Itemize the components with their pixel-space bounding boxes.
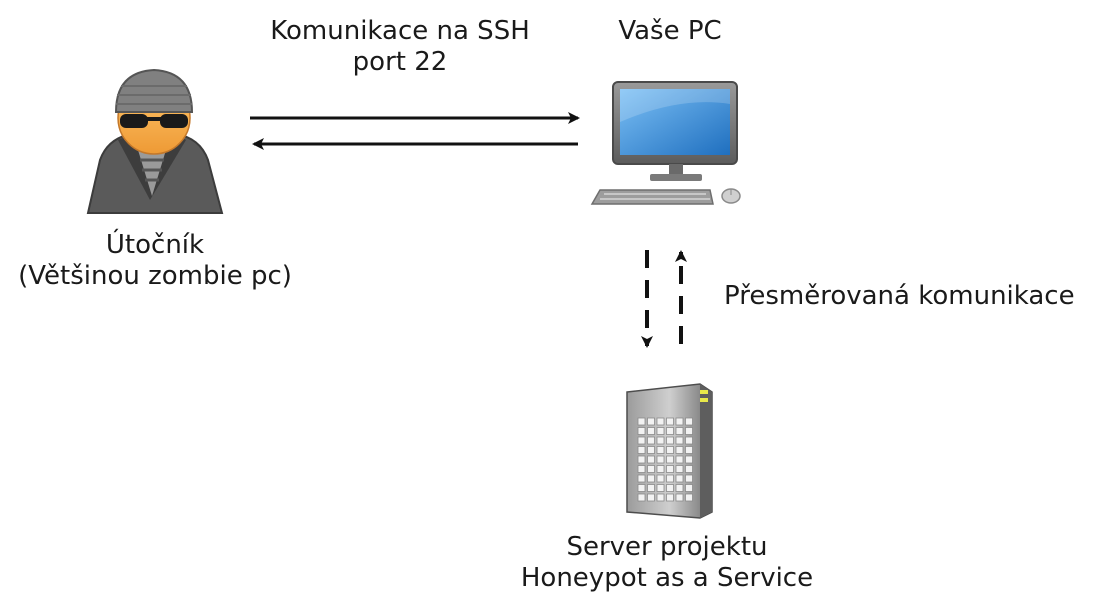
ssh-connection-label: Komunikace na SSH port 22 bbox=[240, 16, 560, 78]
server-label: Server projektu Honeypot as a Service bbox=[480, 532, 854, 594]
attacker-label: Útočník (Většinou zombie pc) bbox=[0, 230, 310, 292]
redirected-label-text: Přesměrovaná komunikace bbox=[724, 281, 1075, 311]
redirected-communication-label: Přesměrovaná komunikace bbox=[724, 281, 1075, 312]
server-label-line1: Server projektu bbox=[566, 532, 768, 562]
attacker-label-line1: Útočník bbox=[105, 230, 205, 260]
attacker-label-line2: (Většinou zombie pc) bbox=[18, 261, 292, 291]
ssh-label-line1: Komunikace na SSH bbox=[270, 16, 530, 46]
desktop-computer-icon bbox=[590, 81, 741, 205]
hacker-icon bbox=[86, 68, 224, 214]
pc-label: Vaše PC bbox=[590, 16, 750, 47]
pc-label-text: Vaše PC bbox=[618, 16, 722, 46]
ssh-label-line2: port 22 bbox=[352, 47, 448, 77]
server-tower-icon bbox=[626, 383, 713, 519]
server-label-line2: Honeypot as a Service bbox=[520, 563, 814, 593]
